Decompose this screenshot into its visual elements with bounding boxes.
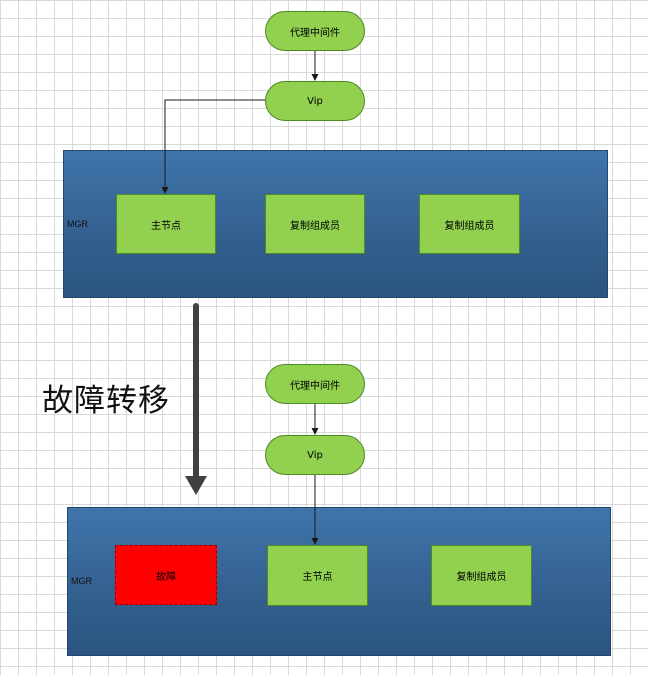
bottom-failed-node: 故障 xyxy=(115,545,217,605)
bottom-proxy-node: 代理中间件 xyxy=(265,364,365,404)
top-proxy-node: 代理中间件 xyxy=(265,11,365,51)
bottom-primary-node: 主节点 xyxy=(267,545,368,606)
top-replica-node-1: 复制组成员 xyxy=(265,194,365,254)
top-vip-node: Vip xyxy=(265,81,365,121)
top-replica-node-2: 复制组成员 xyxy=(419,194,520,254)
failover-label: 故障转移 xyxy=(42,383,170,419)
bottom-replica-node: 复制组成员 xyxy=(431,545,532,606)
top-mgr-label: MGR xyxy=(67,219,88,229)
bottom-mgr-label: MGR xyxy=(71,576,92,586)
top-primary-node: 主节点 xyxy=(116,194,216,254)
bottom-vip-node: Vip xyxy=(265,435,365,475)
